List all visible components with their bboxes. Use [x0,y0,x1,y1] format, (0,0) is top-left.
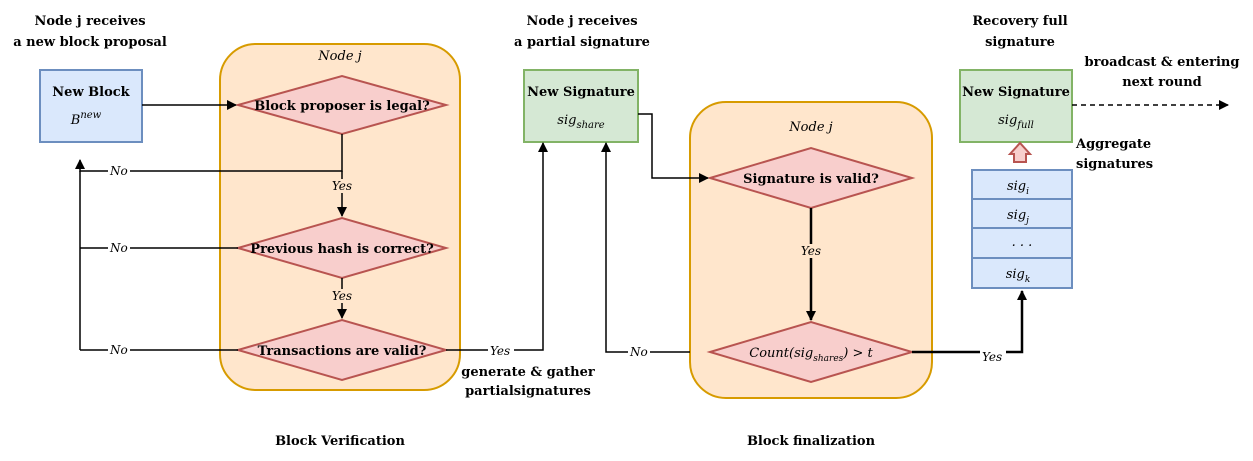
new-block-box [39,69,143,143]
caption-block-verification: Block Verification [275,434,405,449]
verification-container [219,43,461,391]
edge-proposer-no [75,134,343,172]
new-block-title: New Block [52,85,130,100]
caption-receive-block-1: Node j receives [34,14,145,29]
label-yes-5: Yes [982,350,1002,364]
signature-stack-label-j: sigj [1007,208,1029,226]
signature-stack-label-k: sigk [1006,267,1031,285]
caption-receive-block-2: a new block proposal [13,35,167,50]
caption-aggregate-2: signatures [1076,157,1153,172]
signature-stack-cell-k [971,257,1073,289]
new-signature-full-box [959,69,1073,143]
new-block-var: Bnew [70,110,102,128]
aggregate-arrow [1007,141,1033,163]
label-no-3: No [109,343,128,357]
verification-container-title: Node j [317,49,361,64]
caption-generate-2: partialsignatures [465,384,591,399]
decision-signature-valid-text: Signature is valid? [743,172,879,187]
signature-stack-cell-j [971,198,1073,229]
label-yes-2: Yes [332,289,352,303]
decision-proposer-legal-text: Block proposer is legal? [254,99,430,114]
edge-tx-yes [446,142,548,351]
caption-recovery-2: signature [985,35,1055,50]
edge-count-no [601,142,690,353]
decision-previous-hash-text: Previous hash is correct? [250,242,434,257]
new-signature-share-title: New Signature [527,85,635,100]
caption-block-finalization: Block finalization [747,434,876,449]
edge-share-to-sigvalid [638,113,709,183]
new-signature-share-var: sigshare [557,113,604,131]
caption-broadcast-1: broadcast & entering [1085,55,1240,70]
signature-stack: sigi sigj . . . sigk [971,169,1073,289]
signature-stack-label-i: sigi [1007,179,1029,197]
caption-receive-sig-2: a partial signature [514,35,650,50]
signature-stack-label-ellipsis: . . . [1012,235,1033,250]
decision-count-threshold-text: Count(sigshares) > t [749,346,873,364]
caption-recovery-1: Recovery full [972,14,1067,29]
new-signature-share-box [523,69,639,143]
decision-proposer-legal [234,74,450,136]
label-no-4: No [629,345,648,359]
label-yes-1: Yes [332,179,352,193]
caption-broadcast-2: next round [1122,75,1202,90]
decision-signature-valid [706,146,916,210]
signature-stack-cell-i [971,169,1073,200]
edge-count-yes [912,290,1027,354]
new-signature-full-title: New Signature [962,85,1070,100]
label-no-2: No [109,241,128,255]
new-signature-full-var: sigfull [998,113,1034,131]
caption-generate-1: generate & gather [461,365,595,380]
label-yes-4: Yes [801,244,821,258]
label-no-1: No [109,164,128,178]
decision-transactions-valid-text: Transactions are valid? [258,344,427,359]
caption-receive-sig-1: Node j receives [526,14,637,29]
caption-aggregate-1: Aggregate [1075,137,1151,152]
signature-stack-cell-ellipsis [971,227,1073,259]
decision-previous-hash [234,216,450,280]
label-yes-3: Yes [490,344,510,358]
finalization-container-title: Node j [788,120,832,135]
